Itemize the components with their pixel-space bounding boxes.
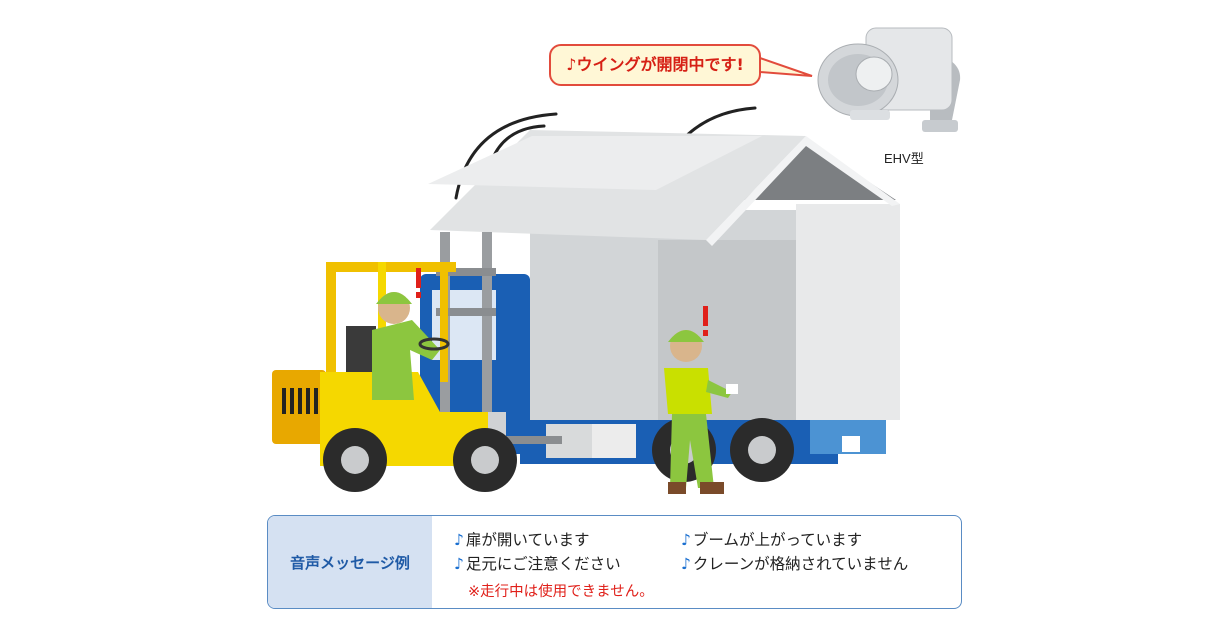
speaker-icon xyxy=(817,27,961,132)
forklift-driver xyxy=(372,292,450,400)
message-text: クレーンが格納されていません xyxy=(692,555,909,573)
music-note-icon: ♪ xyxy=(681,531,691,549)
warning-icon xyxy=(416,268,708,336)
music-note-icon: ♪ xyxy=(454,531,464,549)
worker xyxy=(664,330,738,494)
message-text: ブームが上がっています xyxy=(692,531,863,549)
panel-heading: 音声メッセージ例 xyxy=(268,516,432,608)
music-note-icon: ♪ xyxy=(454,555,464,573)
message-item: ♪クレーンが格納されていません xyxy=(681,552,908,574)
speaker-model-label: EHV型 xyxy=(884,151,924,166)
caution-note: ※走行中は使用できません。 xyxy=(468,584,654,600)
message-text: 扉が開いています xyxy=(465,531,590,549)
message-item: ♪足元にご注意ください xyxy=(454,552,621,574)
music-note-icon: ♪ xyxy=(681,555,691,573)
speech-bubble-tail xyxy=(759,56,813,77)
message-item: ♪ブームが上がっています xyxy=(681,528,862,550)
message-item: ♪扉が開いています xyxy=(454,528,589,550)
voice-message-panel: 音声メッセージ例 ♪扉が開いています ♪ブームが上がっています ♪足元にご注意く… xyxy=(267,515,962,609)
speech-bubble: ♪ウイングが開閉中です! xyxy=(549,44,761,86)
message-text: 足元にご注意ください xyxy=(465,555,621,573)
